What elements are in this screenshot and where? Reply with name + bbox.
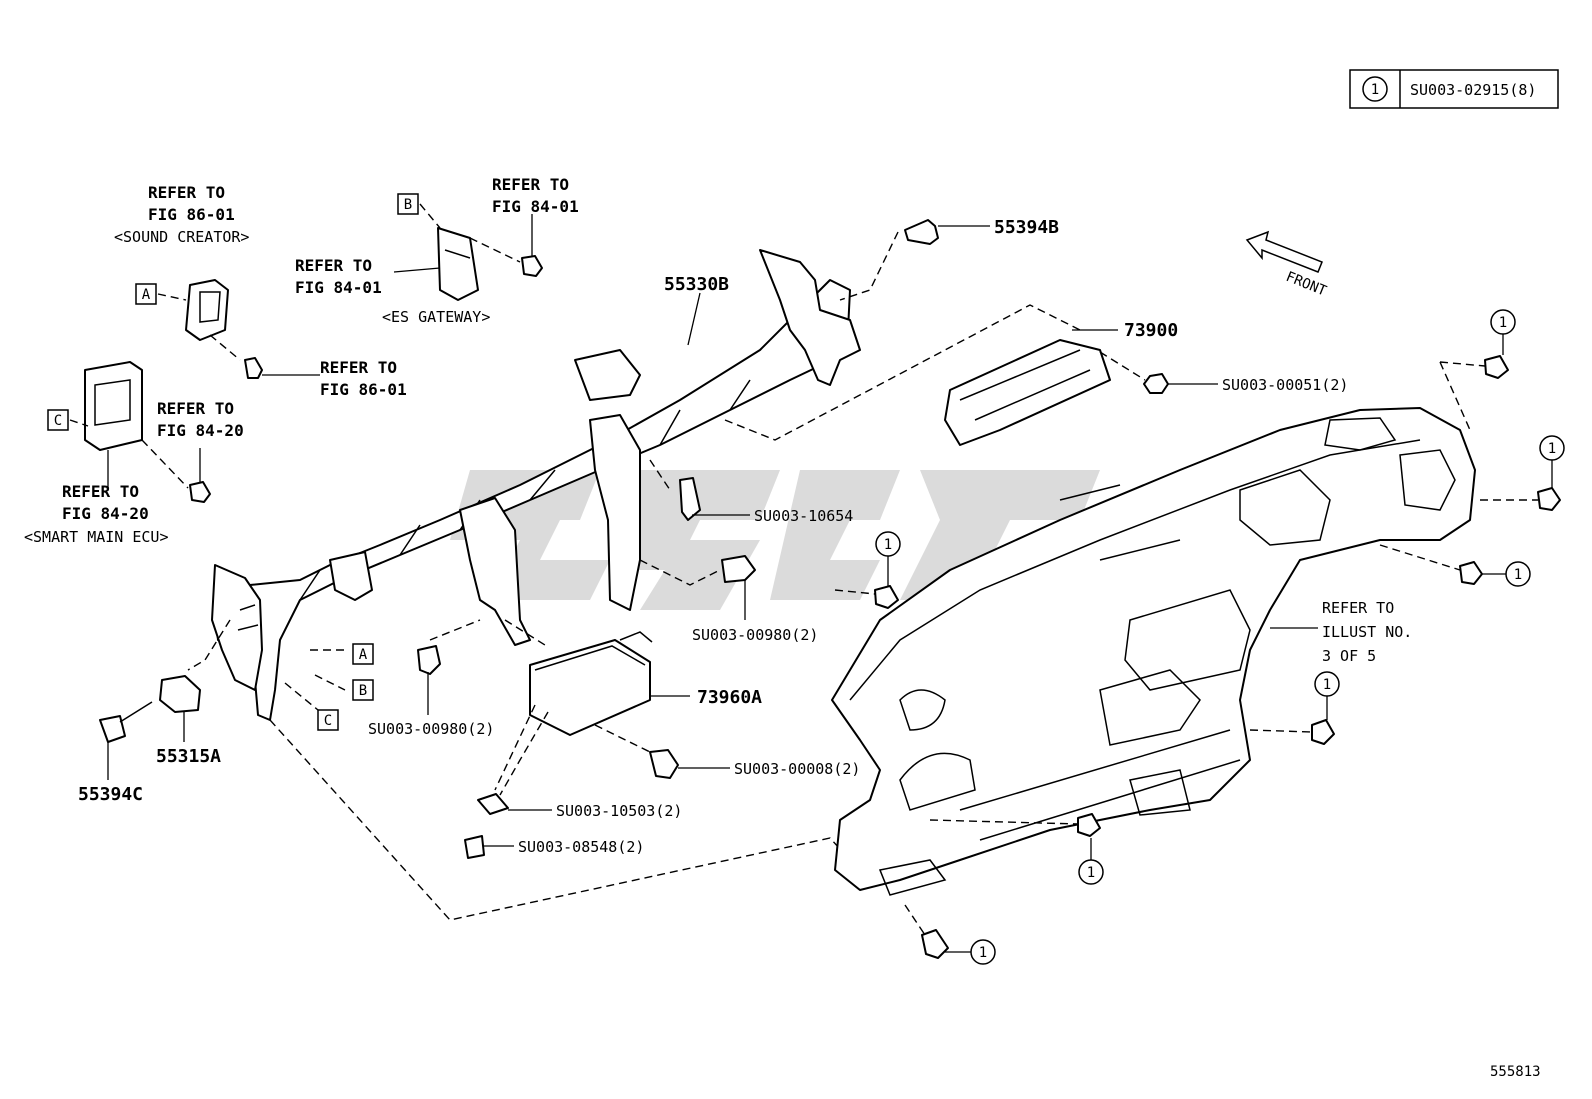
bushing-55315a [159,675,201,742]
sound-creator-name: <SOUND CREATOR> [114,228,249,246]
legend-symbol: 1 [1371,82,1379,98]
callout-55315a: 55315A [156,746,221,767]
smart-ecu-ref-2: FIG 84-20 [62,504,149,523]
smart-ecu-module [84,361,211,503]
gateway-ref-1: REFER TO [295,256,372,275]
box-label-b-top: B [397,193,419,215]
smart-bolt-ref-1: REFER TO [157,399,234,418]
svg-text:1: 1 [979,945,987,961]
callout-55394b: 55394B [994,217,1059,238]
legend-part: SU003-02915(8) [1410,81,1536,99]
svg-text:A: A [359,647,368,663]
box-label-b: B [352,679,374,701]
svg-text:B: B [404,197,412,213]
gateway-name: <ES GATEWAY> [382,308,490,326]
svg-text:1: 1 [1548,441,1556,457]
fig8601-bolt-ref-1: REFER TO [320,358,397,377]
instrument-panel-body [831,407,1476,896]
clip-marker-5: 1 [834,531,901,609]
callout-su003-00008: SU003-00008(2) [734,760,860,778]
box-label-a: A [352,643,374,665]
callout-su003-10503: SU003-10503(2) [556,802,682,820]
svg-text:1: 1 [1514,567,1522,583]
clip-marker-3: 1 [1379,544,1531,587]
svg-text:B: B [359,683,367,699]
smart-ecu-name: <SMART MAIN ECU> [24,528,169,546]
front-arrow: FRONT [1245,230,1330,300]
smart-ecu-ref-1: REFER TO [62,482,139,501]
smart-bolt-ref-2: FIG 84-20 [157,421,244,440]
clip-marker-6: 1 [929,813,1104,885]
svg-text:A: A [142,287,151,303]
diagram-id: 555813 [1490,1064,1541,1080]
nut-su003-00051 [1143,373,1218,394]
callout-su003-10654: SU003-10654 [754,507,853,525]
svg-text:1: 1 [1323,677,1331,693]
legend-box: 1 SU003-02915(8) [1349,69,1559,109]
sound-creator-ref-2: FIG 86-01 [148,205,235,224]
airbag-73960a [494,631,690,796]
front-label: FRONT [1284,269,1330,300]
gateway-bolt-ref-1: REFER TO [492,175,569,194]
illust-ref-3: 3 OF 5 [1322,647,1376,665]
svg-text:C: C [54,413,62,429]
callout-su003-08548: SU003-08548(2) [518,838,644,856]
es-gateway-module [393,214,543,301]
instrument-panel-reinforcement [211,249,861,721]
illust-ref-2: ILLUST NO. [1322,623,1412,641]
callout-55394c: 55394C [78,784,143,805]
bolt-55394b [904,219,990,245]
fig8601-bolt-ref-2: FIG 86-01 [320,380,407,399]
clip-marker-7: 1 [904,904,996,965]
box-label-c: C [317,709,339,731]
bolt-su003-10654 [679,477,750,521]
screw-su003-08548 [464,835,514,859]
svg-text:C: C [324,713,332,729]
gateway-ref-2: FIG 84-01 [295,278,382,297]
callout-55330b: 55330B [664,274,729,295]
bolt-55394c [99,701,153,780]
sound-creator-ref-1: REFER TO [148,183,225,202]
bracket-73900 [944,329,1118,446]
bolt-su003-00008 [649,749,730,779]
callout-73960a: 73960A [697,687,762,708]
callout-su003-00051: SU003-00051(2) [1222,376,1348,394]
box-label-c-top: C [47,409,69,431]
bolt-su003-00980-left [417,645,441,715]
clip-marker-4: 1 [1249,671,1340,745]
clip-su003-10503 [477,793,552,815]
gateway-bolt-ref-2: FIG 84-01 [492,197,579,216]
svg-text:1: 1 [1499,315,1507,331]
callout-su003-00980-left: SU003-00980(2) [368,720,494,738]
callout-73900: 73900 [1124,320,1178,341]
svg-text:1: 1 [1087,865,1095,881]
callout-su003-00980-right: SU003-00980(2) [692,626,818,644]
sound-creator-module [185,279,320,379]
clip-marker-2: 1 [1480,435,1565,511]
illust-ref-1: REFER TO [1322,599,1394,617]
svg-text:1: 1 [884,537,892,553]
box-label-a-top: A [135,283,157,305]
clip-marker-1: 1 [1439,309,1516,431]
bolt-su003-00980-right [721,555,756,620]
